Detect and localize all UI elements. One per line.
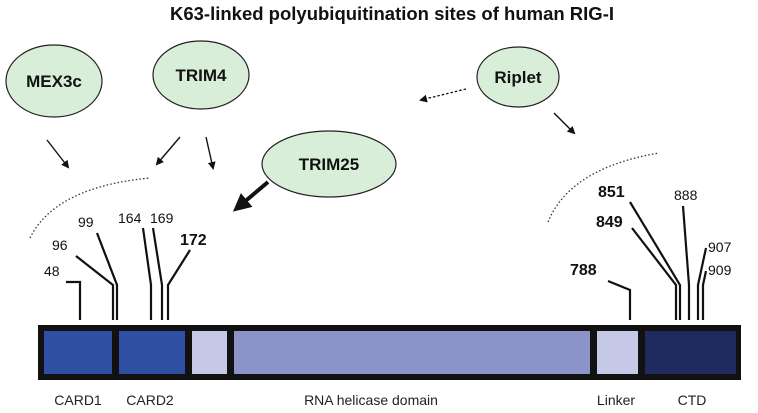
- trim4-arrow-right: [205, 136, 216, 170]
- site-label-851: 851: [598, 184, 625, 201]
- card1-domain: [44, 331, 112, 374]
- card2-domain: [119, 331, 185, 374]
- diagram-title: K63-linked polyubiquitination sites of h…: [170, 3, 614, 24]
- riplet-arrow: [553, 112, 576, 135]
- site-label-788: 788: [570, 262, 597, 279]
- helicase-label: RNA helicase domain: [304, 392, 438, 408]
- site-label-909: 909: [708, 262, 732, 278]
- site-line-172: [166, 249, 191, 320]
- site-label-164: 164: [118, 210, 142, 226]
- helicase-domain: [234, 331, 590, 374]
- site-line-888: [681, 205, 691, 320]
- site-line-907: [696, 247, 708, 320]
- rig-i-domain-bar: [38, 325, 741, 380]
- mex3c-label: MEX3c: [26, 72, 82, 91]
- trim25-ellipse: [261, 130, 397, 198]
- left-dotted-arc: [29, 177, 151, 239]
- card2-label: CARD2: [126, 392, 174, 408]
- site-line-849: [631, 227, 678, 320]
- linker-domain: [597, 331, 638, 374]
- site-label-99: 99: [78, 214, 94, 230]
- mex3c-ellipse: [5, 44, 103, 118]
- linker-label: Linker: [597, 392, 635, 408]
- ctd-domain: [645, 331, 736, 374]
- trim4-arrow-left: [155, 136, 181, 166]
- trim25-enzyme: TRIM25: [261, 130, 397, 198]
- card-helicase-spacer: [192, 331, 227, 374]
- site-line-164: [141, 227, 153, 320]
- site-label-48: 48: [44, 263, 60, 279]
- site-line-99: [95, 232, 119, 320]
- site-line-169: [151, 227, 164, 320]
- site-line-851: [629, 201, 682, 320]
- trim4-label: TRIM4: [176, 66, 228, 85]
- site-label-907: 907: [708, 239, 732, 255]
- riplet-dashed-arrow: [419, 88, 467, 103]
- mex3c-arrow: [46, 139, 70, 169]
- site-line-788: [607, 279, 632, 320]
- site-line-96: [75, 255, 115, 320]
- mex3c-enzyme: MEX3c: [5, 44, 103, 118]
- site-line-48: [66, 280, 82, 320]
- riplet-ellipse: [476, 46, 560, 108]
- card1-label: CARD1: [54, 392, 102, 408]
- site-leader-lines: [66, 201, 708, 320]
- right-dotted-arc: [547, 152, 660, 223]
- site-label-96: 96: [52, 237, 68, 253]
- trim25-label: TRIM25: [299, 155, 359, 174]
- trim4-enzyme: TRIM4: [152, 40, 250, 110]
- site-label-888: 888: [674, 187, 698, 203]
- site-label-169: 169: [150, 210, 174, 226]
- trim4-ellipse: [152, 40, 250, 110]
- site-label-172: 172: [180, 232, 207, 249]
- riplet-label: Riplet: [494, 68, 542, 87]
- trim25-arrow: [232, 180, 270, 212]
- ctd-label: CTD: [678, 392, 707, 408]
- site-line-909: [701, 270, 708, 320]
- riplet-enzyme: Riplet: [476, 46, 560, 108]
- site-label-849: 849: [596, 214, 623, 231]
